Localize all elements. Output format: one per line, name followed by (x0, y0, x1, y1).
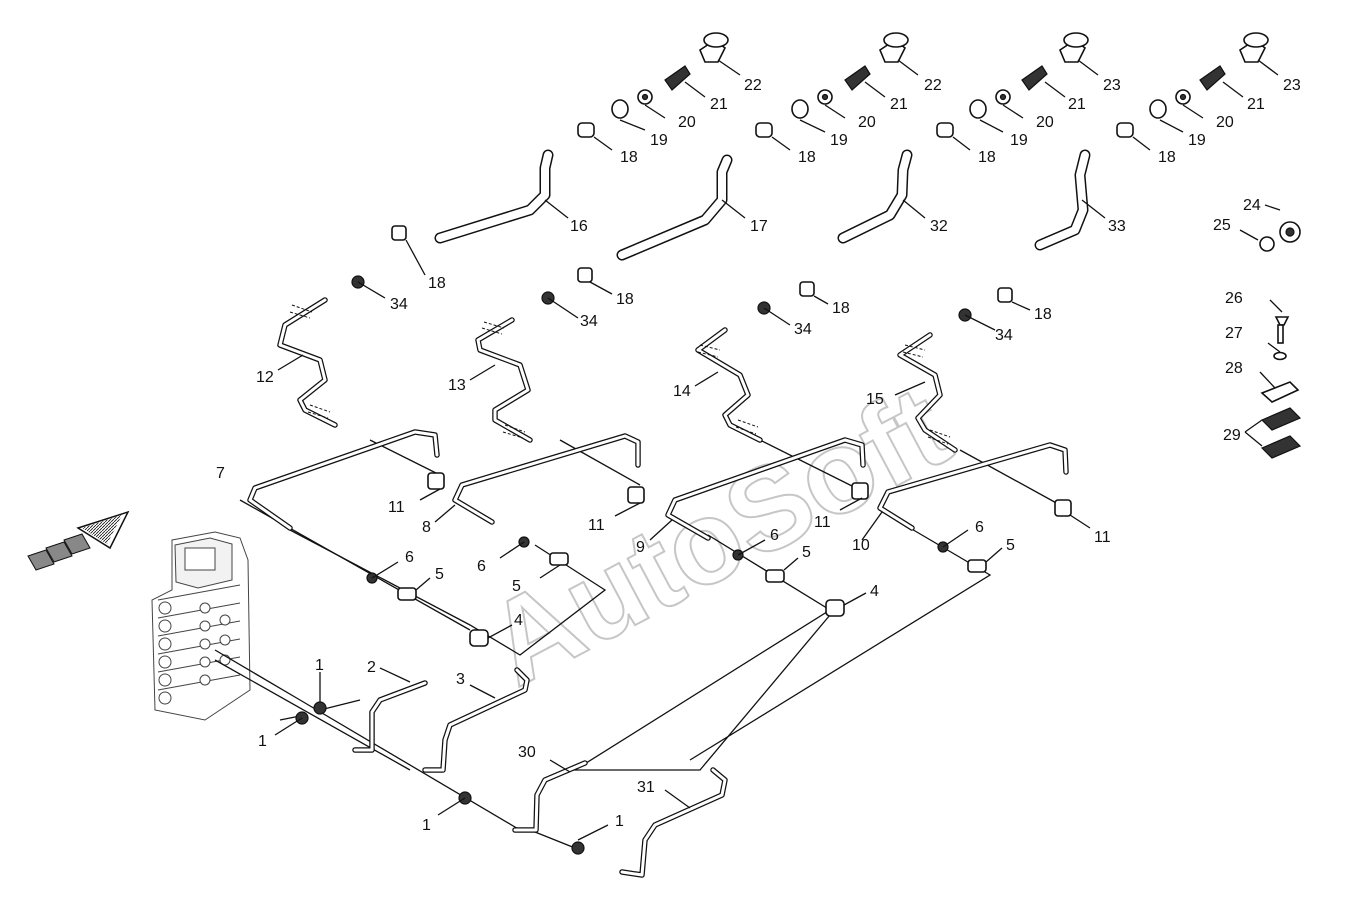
pipe-15 (897, 332, 958, 453)
pipe-8 (452, 433, 641, 525)
label-21c: 21 (1068, 96, 1086, 113)
label-18f: 18 (616, 291, 634, 308)
pipe-2 (352, 680, 428, 753)
label-19c: 19 (1010, 132, 1028, 149)
pipe-30 (512, 760, 588, 833)
hose-33 (1034, 149, 1091, 251)
label-1c: 1 (422, 817, 431, 834)
label-18c: 18 (978, 149, 996, 166)
label-19d: 19 (1188, 132, 1206, 149)
label-2: 2 (367, 659, 376, 676)
pipe-3 (422, 667, 530, 773)
label-4a: 4 (514, 612, 523, 629)
label-18d: 18 (1158, 149, 1176, 166)
label-5c: 5 (802, 544, 811, 561)
label-17: 17 (750, 218, 768, 235)
label-12: 12 (256, 369, 274, 386)
label-23a: 23 (1103, 77, 1121, 94)
label-24: 24 (1243, 197, 1261, 214)
label-20c: 20 (1036, 114, 1054, 131)
part-labels: 1 1 1 1 2 3 4 4 5 5 5 5 6 6 6 6 7 8 9 10… (216, 77, 1301, 834)
pipe-12 (277, 297, 338, 428)
label-11d: 11 (1094, 529, 1111, 546)
hose-16 (434, 149, 554, 244)
label-34a: 34 (390, 296, 408, 313)
label-5d: 5 (1006, 537, 1015, 554)
label-6b: 6 (477, 558, 486, 575)
control-valve-block (151, 531, 251, 721)
label-31: 31 (637, 779, 655, 796)
label-11a: 11 (388, 499, 405, 516)
label-13: 13 (448, 377, 466, 394)
label-8: 8 (422, 519, 431, 536)
label-19b: 19 (830, 132, 848, 149)
label-25: 25 (1213, 217, 1231, 234)
label-34b: 34 (580, 313, 598, 330)
label-34c: 34 (794, 321, 812, 338)
label-20b: 20 (858, 114, 876, 131)
pipe-break-marks (289, 304, 951, 445)
label-11c: 11 (814, 514, 831, 531)
label-7: 7 (216, 465, 225, 482)
watermark: AutoSoft (467, 361, 969, 711)
label-11b: 11 (588, 517, 605, 534)
label-18g: 18 (832, 300, 850, 317)
label-19a: 19 (650, 132, 668, 149)
label-21b: 21 (890, 96, 908, 113)
label-4b: 4 (870, 583, 879, 600)
label-34d: 34 (995, 327, 1013, 344)
pipe-31 (619, 767, 728, 878)
label-22a: 22 (744, 77, 762, 94)
fittings (295, 32, 1302, 855)
label-18a: 18 (620, 149, 638, 166)
pipe-7 (247, 429, 440, 531)
label-23b: 23 (1283, 77, 1301, 94)
hose-32 (837, 149, 913, 244)
label-6d: 6 (975, 519, 984, 536)
label-5a: 5 (435, 566, 444, 583)
label-26: 26 (1225, 290, 1243, 307)
direction-arrow-icon (27, 510, 130, 571)
label-5b: 5 (512, 578, 521, 595)
label-32: 32 (930, 218, 948, 235)
label-6c: 6 (770, 527, 779, 544)
label-30: 30 (518, 744, 536, 761)
label-1a: 1 (315, 657, 324, 674)
label-18e: 18 (428, 275, 446, 292)
label-18h: 18 (1034, 306, 1052, 323)
label-18b: 18 (798, 149, 816, 166)
label-leaders (274, 59, 1283, 841)
pipe-9 (665, 437, 866, 541)
label-22b: 22 (924, 77, 942, 94)
label-21d: 21 (1247, 96, 1265, 113)
label-15: 15 (866, 391, 884, 408)
label-21a: 21 (710, 96, 728, 113)
pipe-14 (695, 327, 763, 443)
pipe-13 (475, 317, 533, 443)
label-33: 33 (1108, 218, 1126, 235)
hose-17 (616, 154, 733, 261)
label-20a: 20 (678, 114, 696, 131)
label-29: 29 (1223, 427, 1241, 444)
label-28: 28 (1225, 360, 1243, 377)
label-6a: 6 (405, 549, 414, 566)
label-9: 9 (636, 539, 645, 556)
label-16: 16 (570, 218, 588, 235)
label-27: 27 (1225, 325, 1243, 342)
label-1b: 1 (258, 733, 267, 750)
label-10: 10 (852, 537, 870, 554)
label-3: 3 (456, 671, 465, 688)
label-20d: 20 (1216, 114, 1234, 131)
label-1d: 1 (615, 813, 624, 830)
pipe-10 (877, 442, 1069, 531)
label-14: 14 (673, 383, 691, 400)
